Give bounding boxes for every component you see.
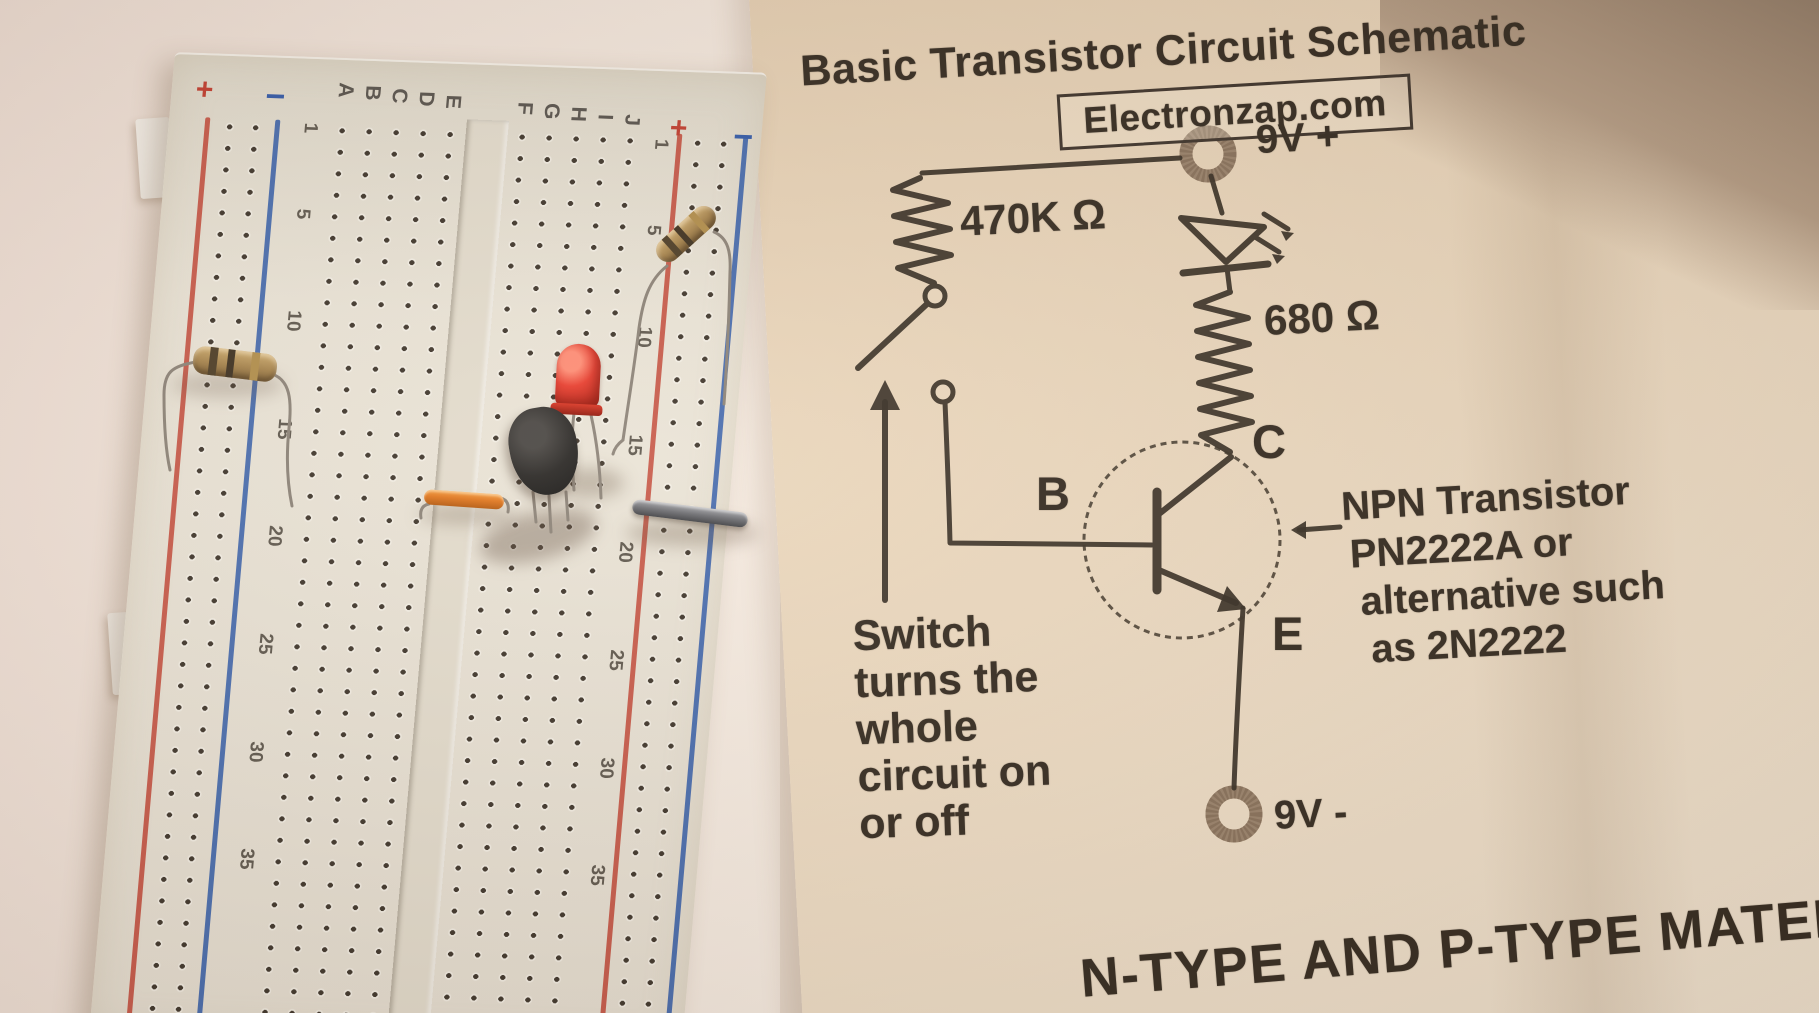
supply-positive-label: 9V + bbox=[1254, 113, 1341, 163]
shadow bbox=[418, 506, 514, 524]
row-number: 20 bbox=[263, 524, 287, 547]
row-number: 15 bbox=[623, 434, 647, 457]
led-dome bbox=[554, 342, 602, 410]
column-letter: H bbox=[566, 106, 591, 123]
row-number: 5 bbox=[291, 208, 314, 220]
right-rail-minus-sign: − bbox=[731, 117, 755, 157]
left-rail-minus-sign: − bbox=[263, 77, 287, 116]
row-number: 20 bbox=[613, 541, 637, 564]
red-led-component bbox=[550, 342, 606, 417]
switch-note-line: or off bbox=[858, 796, 970, 849]
switch-note-line: turns the bbox=[853, 653, 1040, 708]
left-power-rail-holes bbox=[137, 115, 270, 1013]
row-number: 1 bbox=[649, 138, 672, 150]
switch-note-line: whole bbox=[855, 702, 979, 755]
row-number: 25 bbox=[253, 632, 277, 655]
collector-label: C bbox=[1252, 415, 1286, 468]
column-letter: E bbox=[440, 94, 466, 110]
row-number: 10 bbox=[632, 326, 656, 349]
row-number: 35 bbox=[234, 847, 258, 870]
row-number: 15 bbox=[272, 417, 296, 440]
row-number: 35 bbox=[585, 864, 609, 887]
row-number: 30 bbox=[244, 740, 268, 763]
led-resistor-label: 680 Ω bbox=[1262, 291, 1381, 344]
row-number: 25 bbox=[604, 649, 628, 672]
column-letter: J bbox=[619, 113, 644, 127]
row-number: 30 bbox=[594, 757, 618, 780]
column-letter: B bbox=[360, 85, 385, 101]
row-number: 1 bbox=[299, 122, 322, 134]
table-corner bbox=[1380, 0, 1819, 310]
column-letter: D bbox=[414, 90, 439, 107]
switch-note-line: circuit on bbox=[856, 746, 1052, 802]
supply-negative-label: 9V - bbox=[1272, 790, 1349, 838]
column-letter: I bbox=[593, 113, 617, 121]
column-letter: F bbox=[512, 101, 537, 116]
left-rail-plus-sign: + bbox=[194, 72, 215, 107]
switch-note-line: Switch bbox=[851, 607, 993, 661]
base-resistor-label: 470K Ω bbox=[958, 190, 1107, 245]
base-label: B bbox=[1036, 467, 1070, 520]
switch-note: Switch turns the whole circuit on or off bbox=[852, 607, 1054, 849]
column-letter: A bbox=[333, 82, 358, 99]
row-number: 10 bbox=[281, 309, 305, 332]
emitter-label: E bbox=[1272, 607, 1304, 660]
column-letter: G bbox=[539, 102, 564, 120]
transistor-note: NPN Transistor PN2222A or alternative su… bbox=[1340, 465, 1669, 674]
column-letter: C bbox=[387, 87, 412, 104]
